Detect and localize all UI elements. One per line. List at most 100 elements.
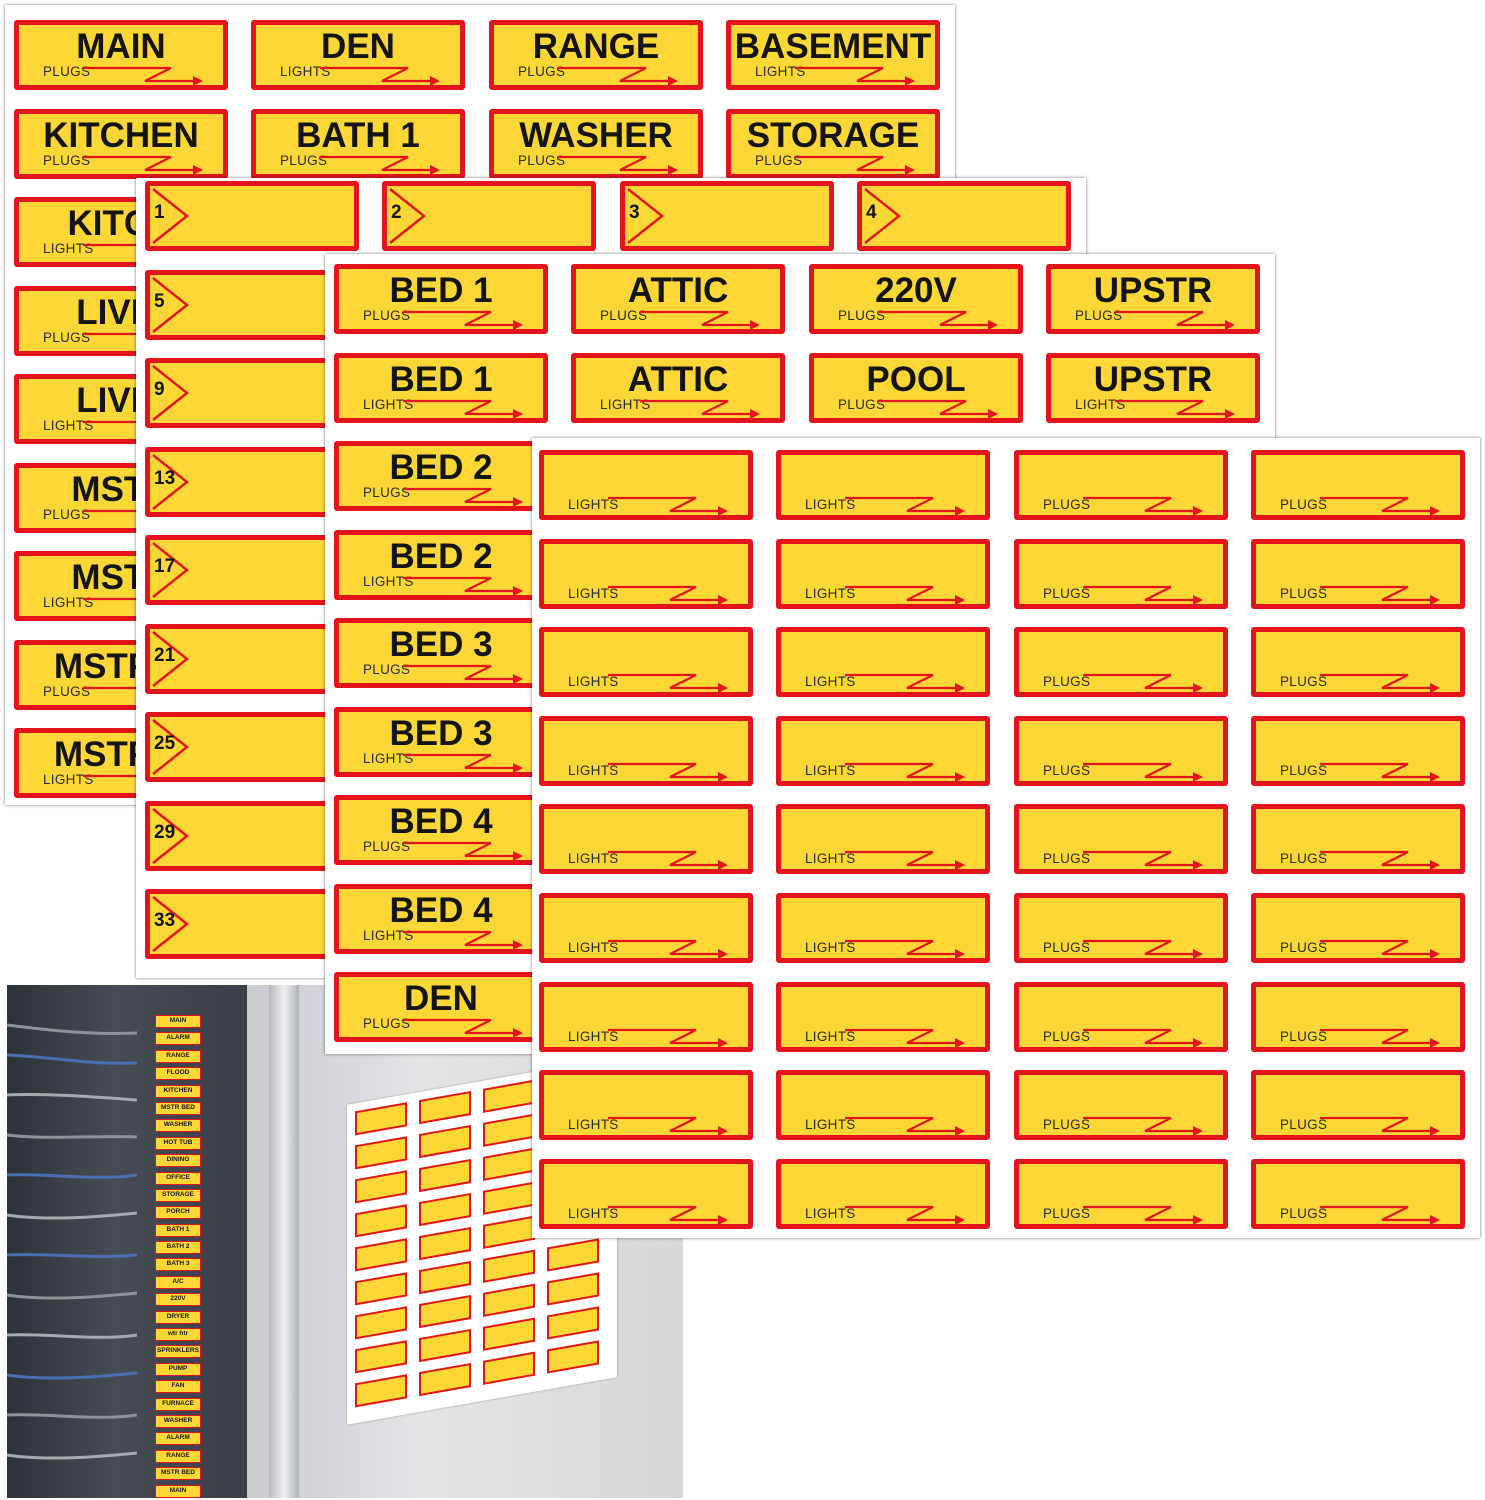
label-type: LIGHTS xyxy=(805,940,856,955)
label-name: RANGE xyxy=(532,27,660,66)
circuit-number: 9 xyxy=(154,379,165,400)
blank-label: PLUGS xyxy=(1014,715,1228,786)
label-name: UPSTR xyxy=(1093,271,1213,310)
tag-arrow-icon xyxy=(152,896,189,952)
lightning-bolt-icon xyxy=(403,753,523,772)
blank-label: LIGHTS xyxy=(776,804,990,875)
tag-arrow-icon xyxy=(152,276,189,333)
mini-label xyxy=(419,1294,471,1329)
mini-label xyxy=(483,1249,535,1283)
label-type: PLUGS xyxy=(1280,762,1328,778)
panel-breaker-label: KITCHEN xyxy=(155,1084,201,1098)
label-name: STORAGE xyxy=(746,115,920,155)
lightning-bolt-icon xyxy=(608,851,728,870)
mini-label xyxy=(355,1170,407,1204)
blank-label: LIGHTS xyxy=(776,981,990,1052)
label-type: PLUGS xyxy=(1043,585,1091,601)
panel-breaker-label: FAN xyxy=(155,1380,201,1394)
label-type: PLUGS xyxy=(1043,1205,1091,1221)
panel-breaker-label: WASHER xyxy=(155,1119,201,1133)
lightning-bolt-icon xyxy=(845,939,965,958)
blank-label: PLUGS xyxy=(1014,538,1228,609)
tag-arrow-icon xyxy=(152,719,189,775)
panel-breaker-label: ALARM xyxy=(155,1432,201,1446)
label-type: PLUGS xyxy=(600,308,648,323)
numbered-label: 4 xyxy=(857,181,1071,251)
blank-label: LIGHTS xyxy=(776,1070,990,1141)
lightning-bolt-icon xyxy=(403,664,523,683)
panel-breaker-label: 220V xyxy=(155,1293,201,1307)
numbered-label: 3 xyxy=(620,181,834,251)
lightning-bolt-icon xyxy=(1320,496,1440,515)
label-type: PLUGS xyxy=(1280,940,1328,955)
mini-label xyxy=(419,1192,471,1227)
label-type: LIGHTS xyxy=(43,241,94,256)
lightning-bolt-icon xyxy=(795,155,915,174)
lightning-bolt-icon xyxy=(640,310,760,329)
label-type: LIGHTS xyxy=(805,851,856,867)
label-type: PLUGS xyxy=(518,64,566,79)
label-type: PLUGS xyxy=(1280,674,1328,690)
lightning-bolt-icon xyxy=(320,155,440,174)
tag-arrow-icon xyxy=(389,188,426,244)
blank-label: PLUGS xyxy=(1014,804,1228,875)
blank-label: PLUGS xyxy=(1014,1158,1228,1229)
mini-label xyxy=(355,1136,407,1170)
mini-label xyxy=(419,1226,471,1261)
lightning-bolt-icon xyxy=(403,310,523,329)
lightning-bolt-icon xyxy=(320,66,440,85)
lightning-bolt-icon xyxy=(608,585,728,604)
mini-label xyxy=(547,1340,599,1374)
label-name: DEN xyxy=(321,27,395,66)
label-type: LIGHTS xyxy=(805,674,856,690)
lightning-bolt-icon xyxy=(608,496,728,515)
numbered-label: 17 xyxy=(145,535,359,605)
tag-arrow-icon xyxy=(152,542,189,598)
blank-label: LIGHTS xyxy=(539,1158,753,1229)
blank-label: LIGHTS xyxy=(776,538,990,609)
blank-label: PLUGS xyxy=(1251,627,1465,698)
circuit-number: 33 xyxy=(154,910,176,931)
label-type: LIGHTS xyxy=(568,674,619,690)
label-name: 220V xyxy=(875,271,957,310)
breaker-panel xyxy=(7,985,247,1498)
wires-illustration xyxy=(7,1023,137,1460)
mini-label xyxy=(355,1204,407,1238)
lightning-bolt-icon xyxy=(1320,762,1440,781)
panel-breaker-label: ALARM xyxy=(155,1032,201,1046)
label-type: PLUGS xyxy=(363,1016,411,1031)
mini-label xyxy=(419,1328,471,1363)
mini-label xyxy=(419,1090,471,1125)
label-type: LIGHTS xyxy=(568,1205,619,1221)
panel-breaker-label: FURNACE xyxy=(155,1397,201,1411)
lightning-bolt-icon xyxy=(403,841,523,860)
lightning-bolt-icon xyxy=(403,1018,523,1037)
blank-label: PLUGS xyxy=(1014,893,1228,963)
panel-breaker-label: DRYER xyxy=(155,1310,201,1324)
label-name: WASHER xyxy=(519,115,673,155)
label-type: PLUGS xyxy=(1280,1205,1328,1221)
label-name: BED 1 xyxy=(389,359,493,399)
lightning-bolt-icon xyxy=(1320,1028,1440,1047)
circuit-number: 13 xyxy=(154,467,176,489)
tag-arrow-icon xyxy=(152,630,189,687)
label-type: LIGHTS xyxy=(568,585,619,601)
label-type: LIGHTS xyxy=(805,1117,856,1133)
lightning-bolt-icon xyxy=(878,310,998,329)
mini-label xyxy=(483,1317,535,1351)
lightning-bolt-icon xyxy=(1083,1205,1203,1224)
lightning-bolt-icon xyxy=(1083,939,1203,958)
mini-label xyxy=(355,1374,407,1408)
label-type: PLUGS xyxy=(43,64,91,79)
blank-label: LIGHTS xyxy=(539,538,753,609)
label-type: PLUGS xyxy=(43,329,91,345)
lightning-bolt-icon xyxy=(1320,585,1440,604)
label-type: LIGHTS xyxy=(805,762,856,778)
label-type: PLUGS xyxy=(1075,308,1123,323)
